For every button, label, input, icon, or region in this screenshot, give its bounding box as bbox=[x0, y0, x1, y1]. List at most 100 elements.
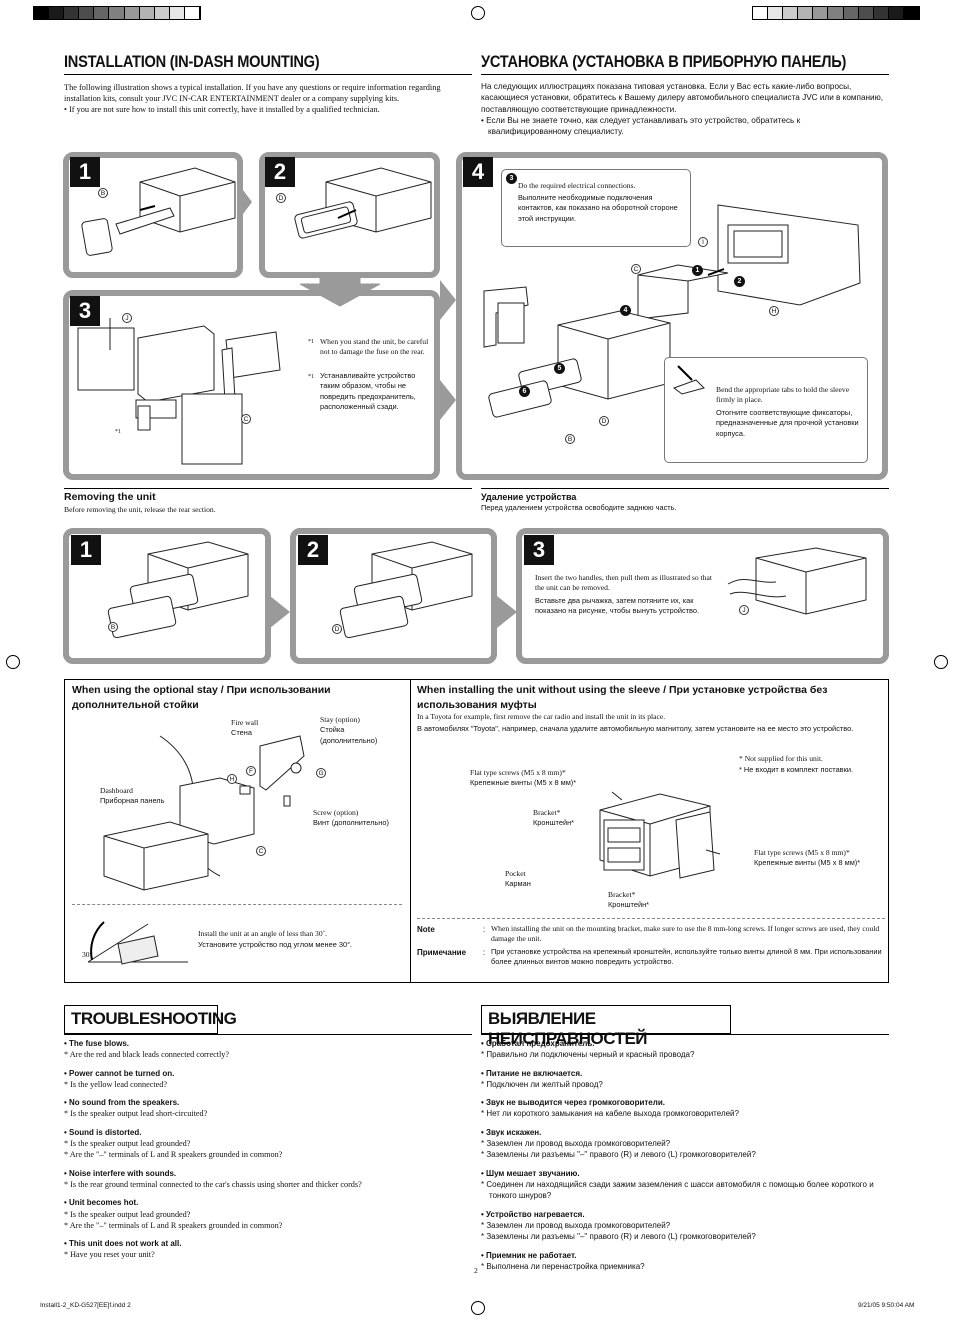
removing-rule-right bbox=[481, 488, 889, 489]
step-4-illustration bbox=[483, 204, 861, 418]
removing-rule-left bbox=[64, 488, 472, 489]
check-question: * Подключен ли желтый провод? bbox=[481, 1079, 603, 1089]
check-question: * Are the red and black leads connected … bbox=[64, 1050, 230, 1060]
title-rule-right bbox=[481, 74, 889, 75]
remove-3-illustration bbox=[727, 547, 867, 615]
problem-title: • Unit becomes hot. bbox=[64, 1198, 139, 1208]
note-label: Note bbox=[417, 925, 435, 934]
flat-screws-label-right: Flat type screws (M5 x 8 mm)*Крепежные в… bbox=[754, 848, 861, 868]
troubleshooting-item: • Сработал предохранитель.* Правильно ли… bbox=[481, 1038, 881, 1061]
color-swatch bbox=[64, 7, 80, 19]
note-colon-ru: : bbox=[483, 948, 486, 957]
bend-tab-illustration bbox=[672, 365, 705, 395]
step-4-bend-ru: Отогните соответствующие фиксаторы, пред… bbox=[716, 408, 859, 438]
note-text-ru: При установке устройства на крепежный кр… bbox=[491, 947, 882, 967]
color-swatch bbox=[873, 7, 889, 19]
registration-mark-icon bbox=[934, 655, 948, 669]
removing-title-ru: Удаление устройства bbox=[481, 492, 577, 502]
problem-title: • Power cannot be turned on. bbox=[64, 1068, 175, 1078]
troubleshooting-item: • Шум мешает звучанию.* Соединен ли нахо… bbox=[481, 1168, 881, 1202]
color-swatch bbox=[858, 7, 874, 19]
problem-title: • No sound from the speakers. bbox=[64, 1098, 180, 1108]
note-text-en: When installing the unit on the mounting… bbox=[491, 924, 880, 944]
step-3-mark: *1 bbox=[115, 429, 121, 435]
step-1-number: 1 bbox=[70, 157, 100, 187]
stay-option-label: Stay (option)Стойка (дополнительно) bbox=[320, 715, 378, 745]
check-question: * Заземлены ли разъемы "–" правого (R) и… bbox=[481, 1232, 756, 1242]
remove-part-b-label: B bbox=[108, 622, 118, 632]
color-swatch bbox=[828, 7, 844, 19]
step-3-illustration bbox=[77, 318, 281, 465]
part-c-label-4: C bbox=[631, 264, 641, 274]
stay-part-f-label: F bbox=[246, 766, 256, 776]
color-swatch bbox=[753, 7, 769, 19]
step-4-callout-ru: Выполните необходимые подключения контак… bbox=[518, 193, 678, 223]
troubleshooting-item: • Приемник не работает.* Выполнена ли пе… bbox=[481, 1250, 881, 1273]
color-swatch bbox=[888, 7, 904, 19]
stay-part-h-label: H bbox=[227, 774, 237, 784]
check-question: * Правильно ли подключены черный и красн… bbox=[481, 1050, 695, 1060]
remove-3-text-ru: Вставьте два рычажка, затем потяните их,… bbox=[535, 596, 700, 616]
problem-title: • Приемник не работает. bbox=[481, 1250, 577, 1260]
remove-step-3-number: 3 bbox=[524, 535, 554, 565]
intro-text-en: The following illustration shows a typic… bbox=[64, 83, 441, 115]
color-swatch bbox=[109, 7, 125, 19]
ts-rule-left bbox=[64, 1034, 472, 1035]
remove-step-2-number: 2 bbox=[298, 535, 328, 565]
problem-title: • Noise interfere with sounds. bbox=[64, 1168, 177, 1178]
color-swatch bbox=[94, 7, 110, 19]
part-d-label: D bbox=[276, 193, 286, 203]
note-divider bbox=[417, 918, 885, 919]
check-question: * Is the speaker output lead grounded? bbox=[64, 1209, 191, 1219]
not-supplied-ru: * Не входит в комплект поставки. bbox=[739, 765, 854, 774]
part-i-label: I bbox=[698, 237, 708, 247]
remove-step-1-number: 1 bbox=[71, 535, 101, 565]
flat-screws-label-top: Flat type screws (M5 x 8 mm)*Крепежные в… bbox=[470, 768, 577, 788]
stay-title: When using the optional stay / При испол… bbox=[72, 684, 331, 711]
step-3-note-mark-ru: *1 bbox=[308, 374, 314, 380]
troubleshooting-title-ru: ВЫЯВЛЕНИЕ НЕИСПРАВНОСТЕЙ bbox=[481, 1005, 731, 1048]
bracket-label-bottom: Bracket*Кронштейн* bbox=[608, 890, 650, 910]
box-divider bbox=[410, 679, 411, 983]
problem-title: • Устройство нагревается. bbox=[481, 1209, 585, 1219]
part-h-label: H bbox=[769, 306, 779, 316]
angle-text-en: Install the unit at an angle of less tha… bbox=[198, 929, 328, 938]
troubleshooting-title: TROUBLESHOOTING bbox=[64, 1005, 237, 1034]
problem-title: • Звук искажен. bbox=[481, 1127, 542, 1137]
bracket-label-top: Bracket*Кронштейн* bbox=[533, 808, 575, 828]
remove-part-j-label: J bbox=[739, 605, 749, 615]
remove-3-text-en: Insert the two handles, then pull them a… bbox=[535, 573, 712, 593]
color-swatch bbox=[843, 7, 859, 19]
part-j-label: J bbox=[122, 313, 132, 323]
troubleshooting-item: • This unit does not work at all.* Have … bbox=[64, 1238, 464, 1261]
check-question: * Заземлен ли провод выхода громкоговори… bbox=[481, 1139, 671, 1149]
part-b-label-4: B bbox=[565, 434, 575, 444]
color-bar-left bbox=[33, 6, 201, 20]
footer-timestamp: 9/21/05 9:50:04 AM bbox=[858, 1302, 915, 1309]
part-c-label: C bbox=[241, 414, 251, 424]
step-3-note-mark: *1 bbox=[308, 339, 314, 345]
step-4-callout bbox=[501, 169, 691, 247]
color-swatch bbox=[169, 7, 185, 19]
check-question: * Are the "–" terminals of L and R speak… bbox=[64, 1150, 283, 1160]
removing-text-ru: Перед удалением устройства освободите за… bbox=[481, 503, 677, 512]
check-question: * Нет ли короткого замыкания на кабеле в… bbox=[481, 1109, 739, 1119]
troubleshooting-item: • Звук не выводится через громкоговорите… bbox=[481, 1097, 881, 1120]
check-question: * Is the rear ground terminal connected … bbox=[64, 1179, 362, 1189]
number-2-marker: 2 bbox=[734, 276, 745, 287]
sleeve-illustration bbox=[599, 791, 721, 879]
troubleshooting-item: • The fuse blows.* Are the red and black… bbox=[64, 1038, 464, 1061]
step-4-callout-en: Do the required electrical connections. bbox=[518, 181, 636, 190]
color-swatch bbox=[184, 7, 201, 19]
step-3-note-ru: Устанавливайте устройство таким образом,… bbox=[320, 371, 416, 411]
number-3-marker: 3 bbox=[506, 173, 517, 184]
check-question: * Заземлен ли провод выхода громкоговори… bbox=[481, 1220, 671, 1230]
installation-title: INSTALLATION (IN-DASH MOUNTING) bbox=[64, 52, 320, 71]
registration-mark-icon bbox=[471, 6, 485, 20]
color-bar-right bbox=[752, 6, 920, 20]
part-d-label-4: D bbox=[599, 416, 609, 426]
note-label-ru: Примечание bbox=[417, 948, 467, 957]
